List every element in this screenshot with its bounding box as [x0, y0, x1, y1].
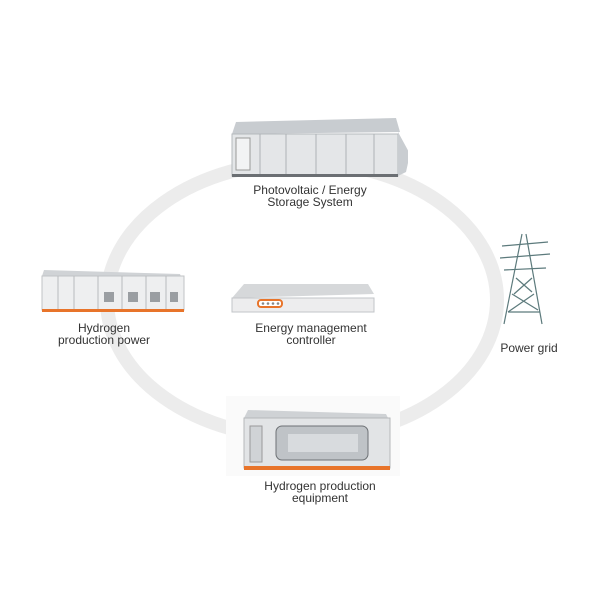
ems-label: Energy management controller — [255, 322, 366, 346]
h2-equipment-label: Hydrogen production equipment — [264, 480, 375, 504]
pv-storage-container-image — [231, 118, 408, 177]
h2-equipment-container-image — [226, 396, 400, 476]
h2-power-container-image — [41, 270, 185, 312]
grid-label: Power grid — [500, 342, 557, 354]
ems-label-line1: Energy management — [255, 321, 367, 335]
pv-storage-label-line2: Storage System — [267, 195, 353, 209]
h2-equipment-label-line2: equipment — [291, 491, 349, 505]
ems-label-line2: controller — [286, 333, 336, 347]
pv-storage-label-line1: Photovoltaic / Energy — [253, 183, 367, 197]
h2-power-label: Hydrogen production power — [58, 322, 150, 346]
pv-storage-label: Photovoltaic / Energy Storage System — [253, 184, 366, 208]
h2-power-label-line2: production power — [57, 333, 151, 347]
power-pylon-icon — [499, 233, 551, 325]
h2-power-label-line1: Hydrogen — [77, 321, 131, 335]
grid-label-line1: Power grid — [500, 341, 558, 355]
h2-equipment-label-line1: Hydrogen production — [264, 479, 376, 493]
ems-controller-image — [231, 284, 375, 313]
